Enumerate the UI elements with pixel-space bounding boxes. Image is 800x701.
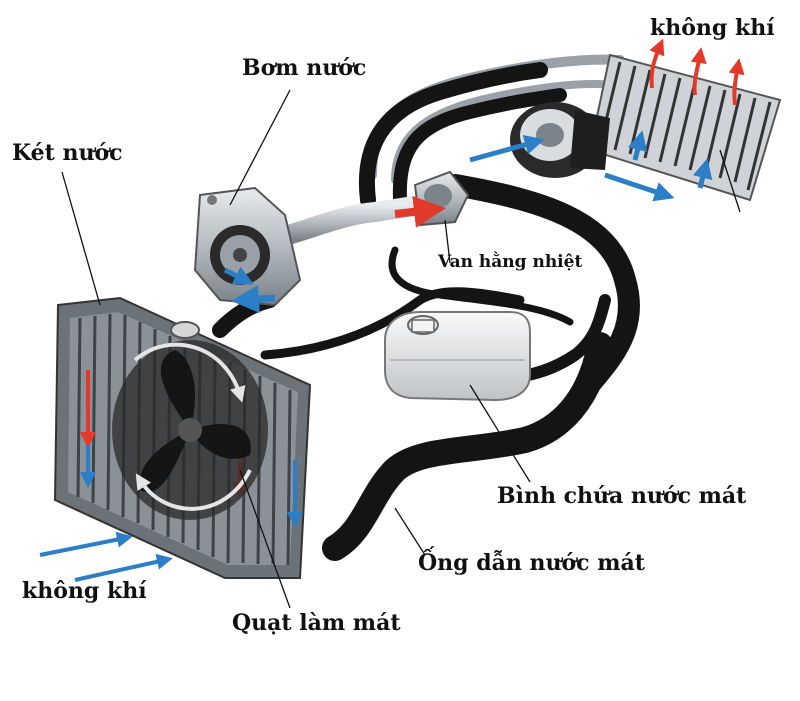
vertical-hose: [322, 332, 613, 561]
label-thermostat: Van hằng nhiệt: [438, 252, 583, 272]
leader-lines: [61, 89, 741, 609]
label-water-pump: Bơm nước: [242, 55, 367, 81]
cooling-fan: [112, 340, 268, 520]
upper-radiator-hose: [444, 174, 640, 401]
heater-blower: [510, 102, 610, 178]
label-air-top: không khí: [650, 15, 775, 41]
hoses: [212, 54, 640, 561]
heater-hose-lower: [392, 88, 567, 207]
heater-hose-upper: [359, 62, 548, 208]
coolant-reservoir: [384, 311, 531, 402]
label-air-bottom: không khí: [22, 578, 147, 604]
water-pump: [193, 186, 302, 307]
label-coolant-reservoir: Bình chứa nước mát: [497, 483, 747, 509]
flow-arrows: [39, 38, 745, 582]
label-radiator: Két nước: [12, 140, 123, 166]
bypass-hose: [260, 287, 525, 360]
label-cooling-fan: Quạt làm mát: [232, 610, 401, 636]
label-coolant-hose: Ống dẫn nước mát: [418, 550, 645, 576]
